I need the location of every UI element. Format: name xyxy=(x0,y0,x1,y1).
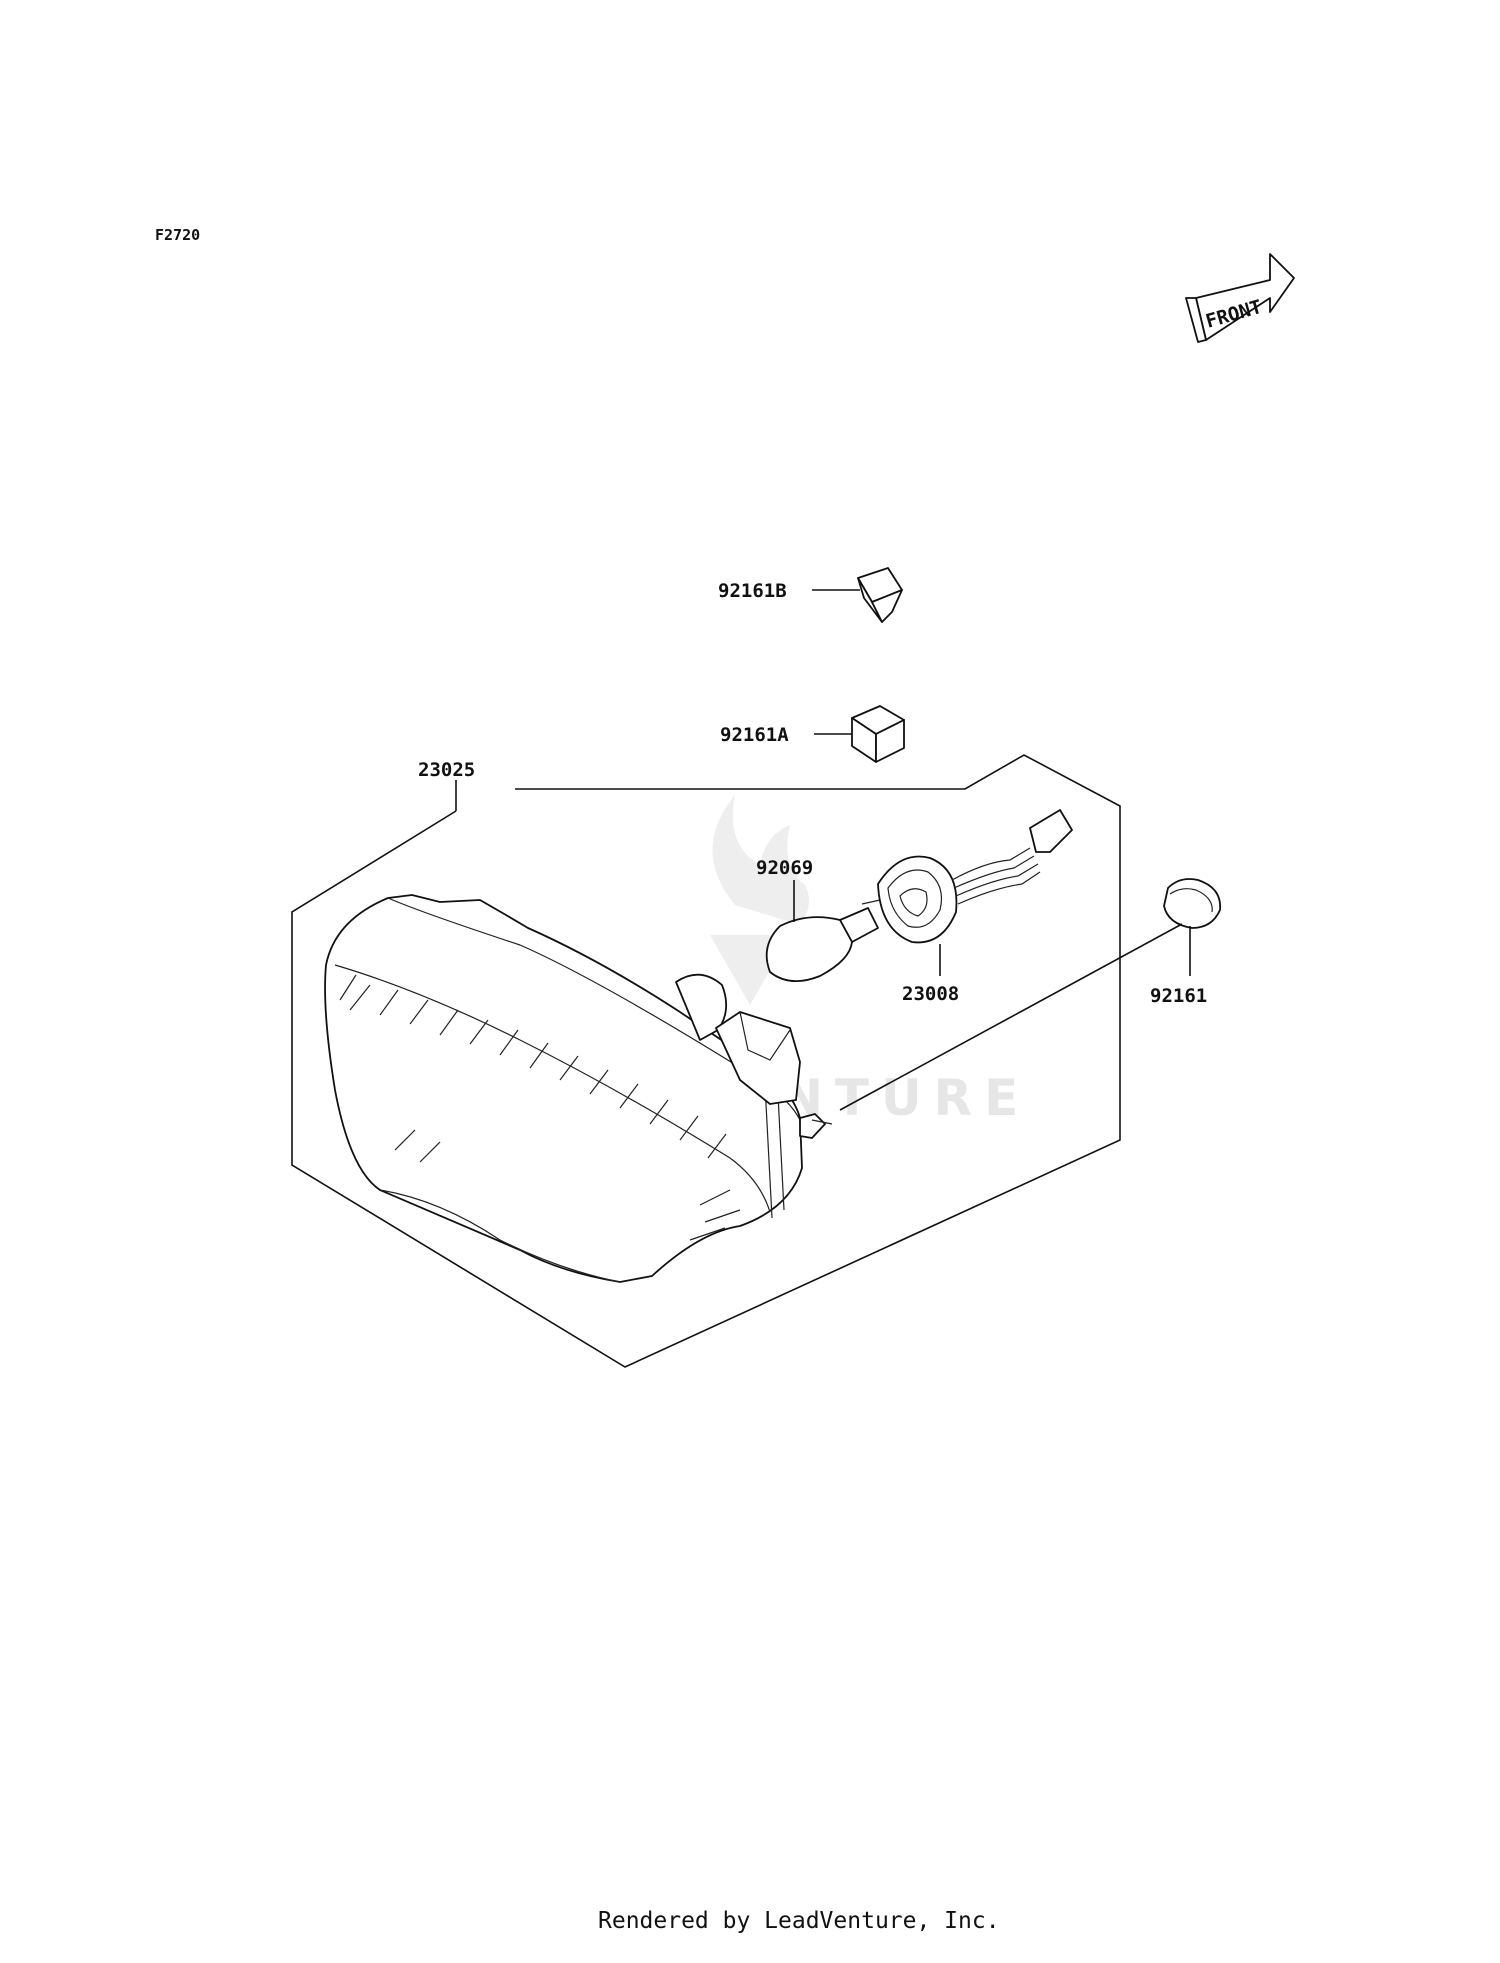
part-label-92069[interactable]: 92069 xyxy=(756,857,813,879)
part-label-92161A[interactable]: 92161A xyxy=(720,724,789,746)
part-label-23025[interactable]: 23025 xyxy=(418,759,475,781)
part-92161-grommet[interactable] xyxy=(1163,878,1221,929)
figure-id: F2720 xyxy=(155,226,200,244)
part-92161A[interactable] xyxy=(851,705,905,763)
leader-92161-mount xyxy=(839,923,1183,1111)
part-92161B[interactable] xyxy=(857,567,903,623)
part-label-92161[interactable]: 92161 xyxy=(1150,985,1207,1007)
part-label-92161B[interactable]: 92161B xyxy=(718,580,787,602)
front-arrow-icon: FRONT xyxy=(1185,253,1295,343)
footer-credit: Rendered by LeadVenture, Inc. xyxy=(598,1908,1000,1934)
part-label-23008[interactable]: 23008 xyxy=(902,983,959,1005)
part-92069-bulb[interactable] xyxy=(765,899,881,982)
part-23008-socket[interactable] xyxy=(877,809,1073,944)
part-23025-lamp[interactable] xyxy=(324,894,833,1283)
assembly-outline xyxy=(291,754,1121,1368)
